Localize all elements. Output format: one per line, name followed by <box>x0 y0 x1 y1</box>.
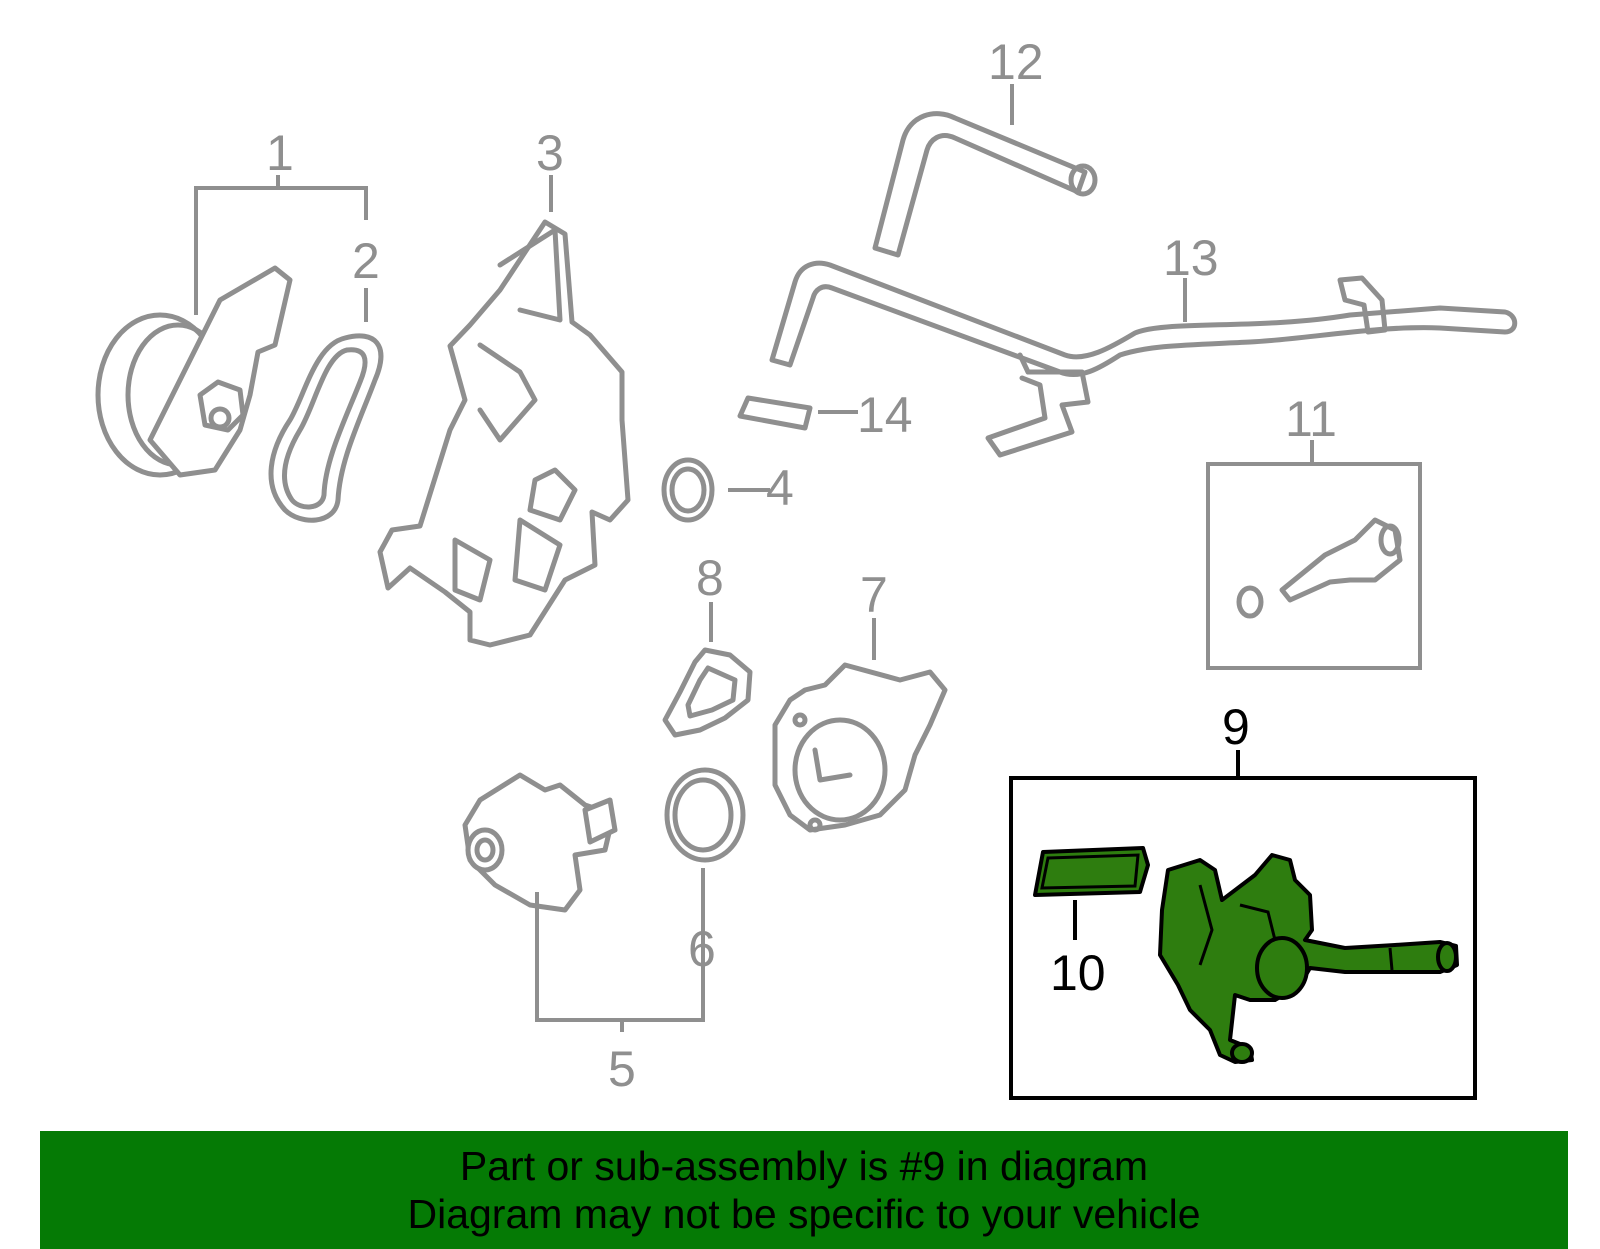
info-banner: Part or sub-assembly is #9 in diagram Di… <box>40 1131 1568 1249</box>
callout-1: 1 <box>266 125 294 181</box>
callout-11: 11 <box>1285 391 1337 447</box>
part-4-oring <box>661 457 715 523</box>
part-2-gasket <box>268 333 384 523</box>
part-5-water-pump <box>462 772 618 913</box>
part-9-assembly-box <box>1009 776 1477 1100</box>
callout-3: 3 <box>536 125 564 181</box>
callout-13: 13 <box>1163 230 1219 286</box>
callout-9: 9 <box>1222 699 1250 755</box>
part-3-cover <box>377 219 631 648</box>
callout-14: 14 <box>857 387 913 443</box>
callout-12: 12 <box>988 34 1044 90</box>
banner-line-1: Part or sub-assembly is #9 in diagram <box>459 1143 1149 1189</box>
part-8-gasket <box>662 647 753 738</box>
part-9-thermostat-housing <box>1158 853 1459 1064</box>
leader-lines <box>194 84 1314 1032</box>
part-12-hose <box>872 111 1098 258</box>
part-1-tensioner <box>95 265 293 478</box>
callout-8: 8 <box>696 550 724 606</box>
part-13-pipe <box>769 260 1518 458</box>
banner-line-2: Diagram may not be specific to your vehi… <box>407 1191 1201 1237</box>
part-11-sensor-box <box>1206 462 1422 670</box>
part-6-ring <box>664 767 746 863</box>
callout-10: 10 <box>1050 945 1106 1001</box>
callout-5: 5 <box>608 1041 636 1097</box>
callout-2: 2 <box>352 233 380 289</box>
callout-4: 4 <box>766 460 794 516</box>
part-14-strip <box>737 395 813 431</box>
callout-7: 7 <box>860 567 888 623</box>
part-10-gasket <box>1033 846 1150 897</box>
part-7-housing <box>772 662 948 833</box>
callout-6: 6 <box>688 921 716 977</box>
